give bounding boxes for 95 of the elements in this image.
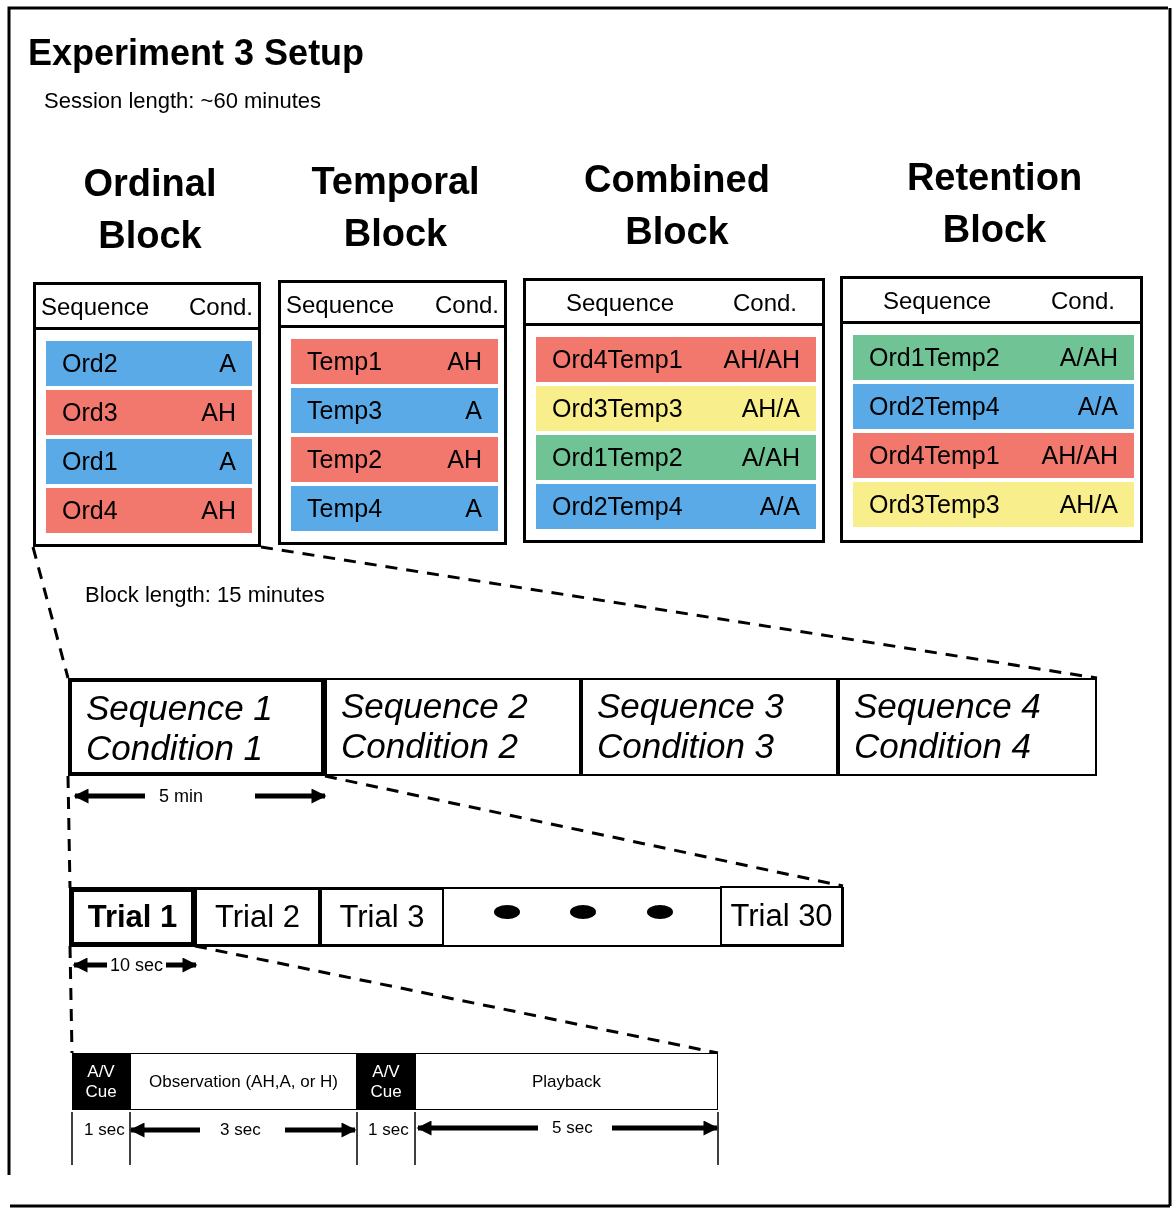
sequence-row <box>46 488 252 533</box>
phase-cell <box>415 1053 718 1110</box>
trial-cell <box>70 888 195 946</box>
cue-cell <box>357 1053 415 1110</box>
sequence-cell <box>581 678 838 776</box>
phase-label: A/V Cue <box>369 1061 403 1102</box>
sequence-label: Condition 3 <box>597 726 776 766</box>
sequence-row <box>536 435 816 480</box>
phase-label: Playback <box>531 1071 602 1092</box>
sequence-label: Sequence 3 <box>597 686 785 726</box>
sequence-name: Ord1Temp2 <box>552 443 683 472</box>
block-heading: Combined Block <box>583 157 771 254</box>
diagram-title: Experiment 3 Setup <box>28 32 365 74</box>
sequence-label: Sequence 1 <box>86 688 274 728</box>
block-heading: Retention Block <box>905 155 1084 252</box>
sequence-label: Condition 4 <box>854 726 1033 766</box>
column-header: Sequence <box>41 293 150 321</box>
sequence-row <box>853 335 1134 380</box>
block-heading: Temporal Block <box>310 159 481 256</box>
condition-code: A/AH <box>741 443 800 472</box>
condition-code: A <box>465 396 482 425</box>
sequence-row <box>853 433 1134 478</box>
sequence-name: Ord3Temp3 <box>552 394 683 423</box>
zoom-line <box>31 546 70 679</box>
trial-cell <box>320 888 444 946</box>
condition-code: A <box>465 494 482 523</box>
phase-label: Observation (AH,A, or H) <box>148 1071 339 1092</box>
phase-cell <box>130 1053 357 1110</box>
condition-code: A/AH <box>1059 343 1118 372</box>
sequence-row <box>46 439 252 484</box>
sequence-name: Temp4 <box>307 494 383 523</box>
trial-label: Trial 1 <box>87 899 178 935</box>
sequence-row <box>853 384 1134 429</box>
sequence-label: Sequence 2 <box>341 686 529 726</box>
sequence-name: Ord3 <box>62 398 118 427</box>
column-header: Sequence <box>286 291 395 319</box>
sequence-label: Condition 1 <box>86 728 265 768</box>
sequence-name: Temp3 <box>307 396 383 425</box>
sequence-name: Ord4Temp1 <box>869 441 1000 470</box>
sequence-row <box>291 388 498 433</box>
trial-label: Trial 3 <box>339 899 425 935</box>
condition-code: AH/AH <box>1041 441 1118 470</box>
trial-label: Trial 30 <box>730 898 833 934</box>
zoom-line <box>68 945 74 1054</box>
condition-code: A <box>219 349 236 378</box>
zoom-line <box>194 944 719 1055</box>
column-header: Cond. <box>732 289 797 317</box>
sequence-name: Temp2 <box>307 445 383 474</box>
condition-code: A/A <box>759 492 800 521</box>
condition-code: A/A <box>1077 392 1118 421</box>
sequence-row <box>291 437 498 482</box>
sequence-name: Ord1Temp2 <box>869 343 1000 372</box>
sequence-name: Ord3Temp3 <box>869 490 1000 519</box>
cue-cell <box>72 1053 130 1110</box>
condition-code: AH/AH <box>723 345 800 374</box>
condition-code: AH/A <box>1059 490 1118 519</box>
sequence-name: Ord2Temp4 <box>869 392 1000 421</box>
sequence-label: Sequence 4 <box>854 686 1042 726</box>
condition-code: AH/A <box>741 394 800 423</box>
sequence-row <box>536 484 816 529</box>
zoom-line <box>324 774 844 888</box>
zoom-line <box>66 775 72 889</box>
block-heading: Ordinal Block <box>82 161 218 258</box>
sequence-cell <box>838 678 1097 776</box>
sequence-name: Ord2Temp4 <box>552 492 683 521</box>
column-header: Cond. <box>188 293 253 321</box>
sequence-name: Temp1 <box>307 347 383 376</box>
condition-code: AH <box>201 496 236 525</box>
condition-code: AH <box>201 398 236 427</box>
column-header: Sequence <box>566 289 675 317</box>
trial-label: Trial 2 <box>215 899 300 935</box>
sequence-name: Ord4 <box>62 496 118 525</box>
sequence-row <box>46 341 252 386</box>
column-header: Sequence <box>883 287 992 315</box>
sequence-row <box>536 386 816 431</box>
condition-code: A <box>219 447 236 476</box>
trial-cell <box>720 886 843 946</box>
condition-code: AH <box>447 445 482 474</box>
phase-label: A/V Cue <box>84 1061 118 1102</box>
sequence-cell <box>68 678 325 776</box>
sequence-cell <box>325 678 581 776</box>
trial-cell <box>195 888 320 946</box>
sequence-row <box>291 339 498 384</box>
condition-code: AH <box>447 347 482 376</box>
sequence-label: Condition 2 <box>341 726 520 766</box>
column-header: Cond. <box>1050 287 1115 315</box>
sequence-row <box>291 486 498 531</box>
column-header: Cond. <box>434 291 499 319</box>
sequence-name: Ord4Temp1 <box>552 345 683 374</box>
zoom-line <box>260 545 1098 680</box>
sequence-row <box>46 390 252 435</box>
sequence-row <box>853 482 1134 527</box>
sequence-row <box>536 337 816 382</box>
sequence-name: Ord2 <box>62 349 118 378</box>
sequence-name: Ord1 <box>62 447 118 476</box>
